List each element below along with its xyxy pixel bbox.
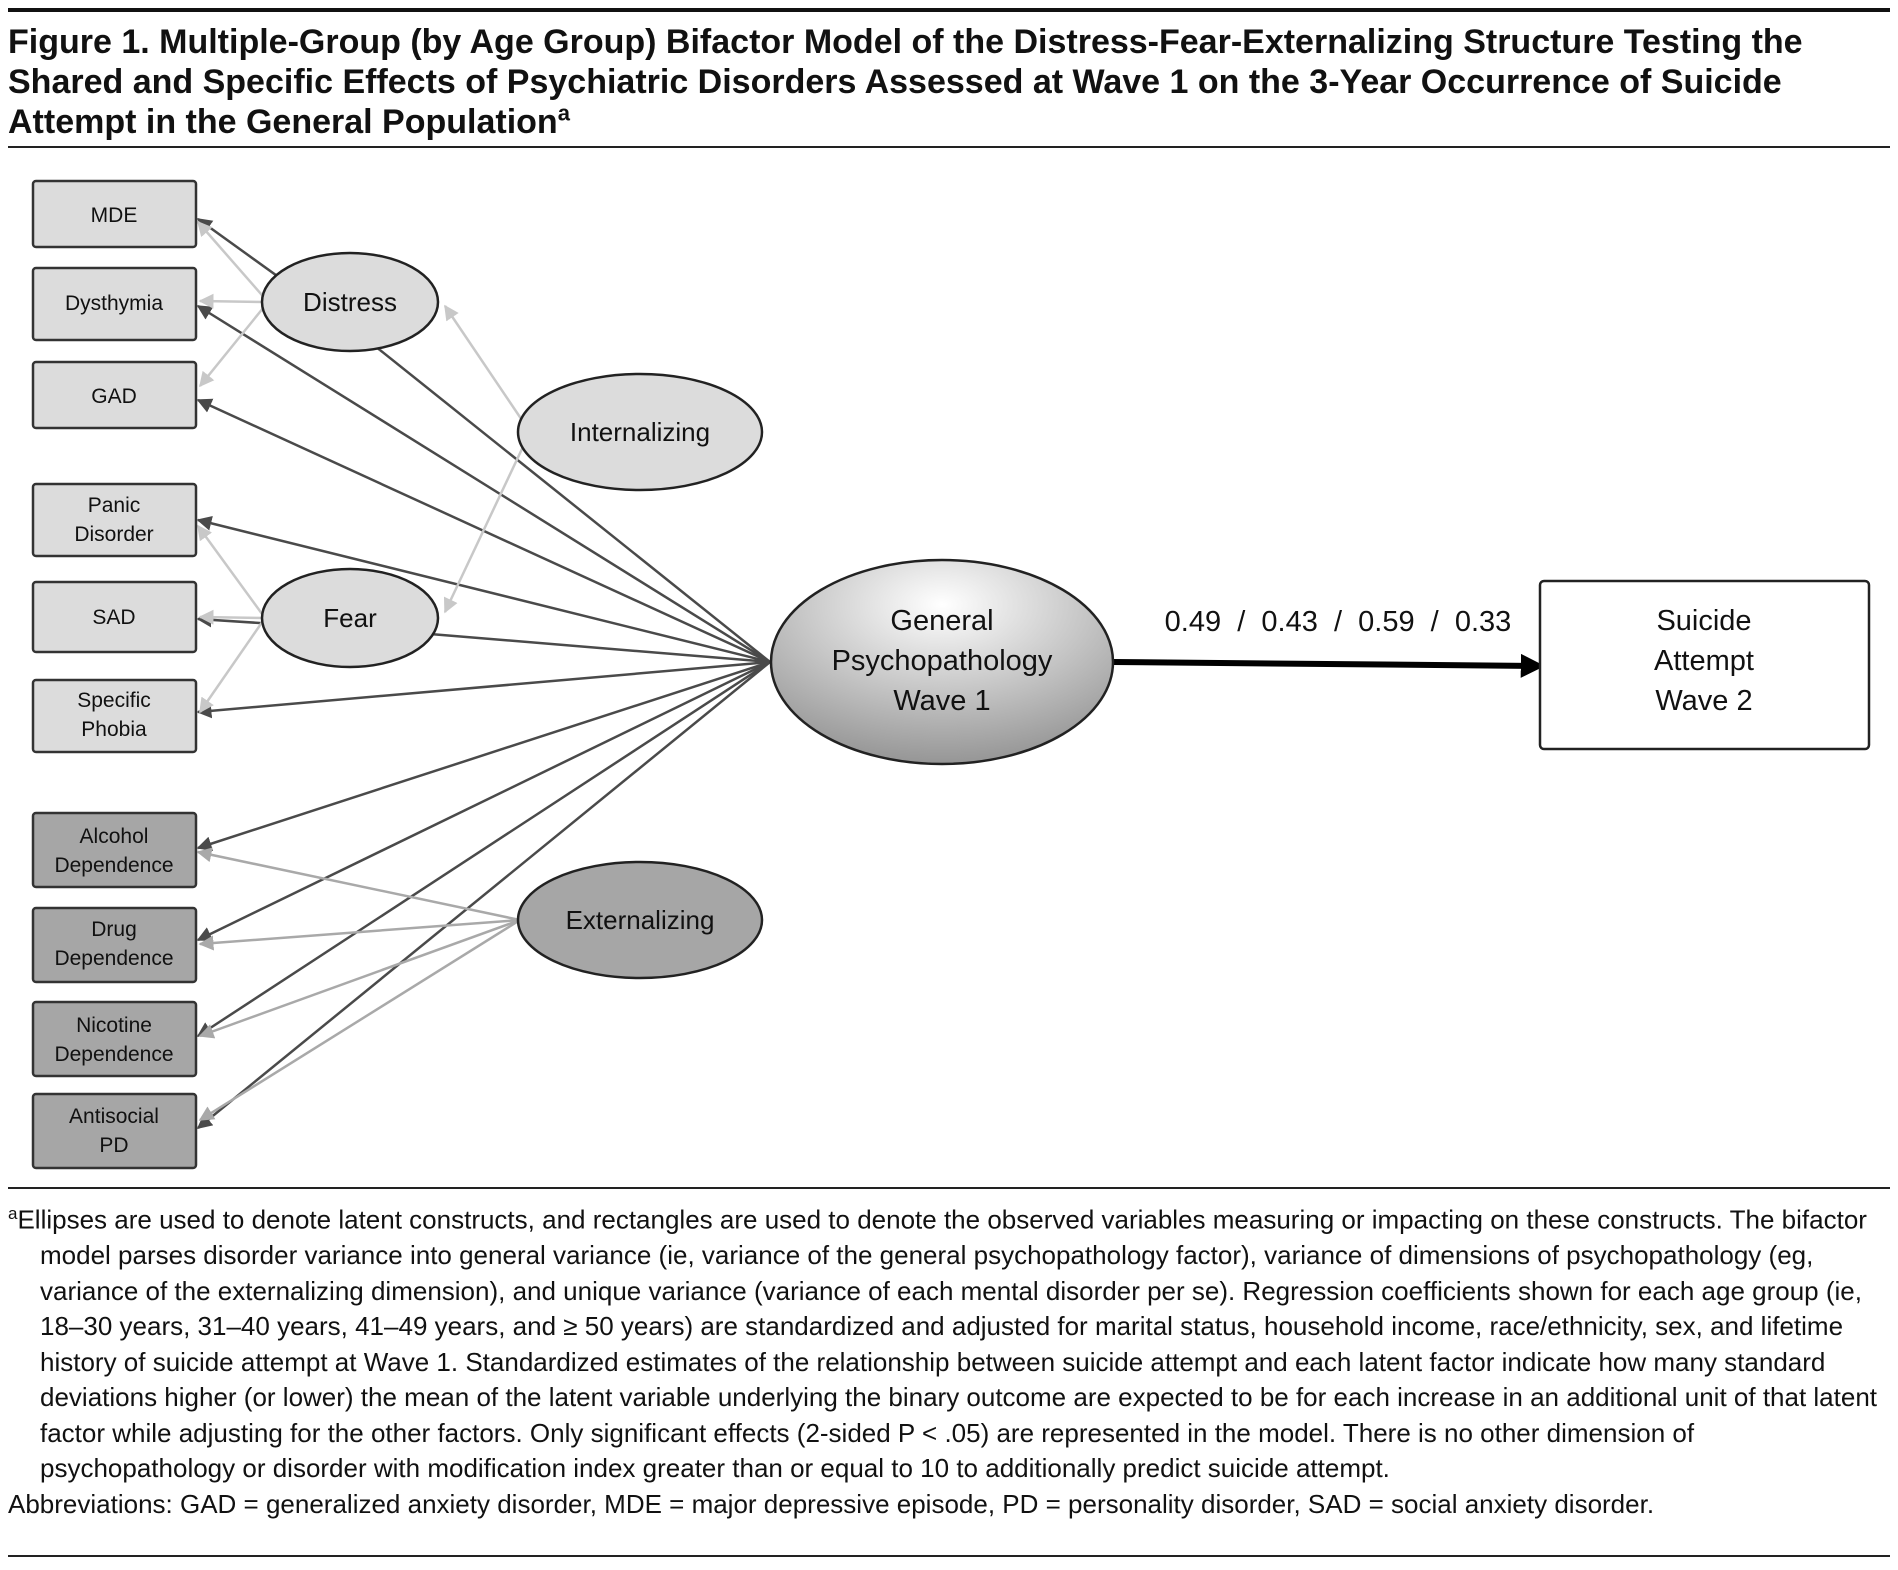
externalizing-to-drug-arrow: [198, 918, 521, 951]
latent-label: Externalizing: [566, 905, 715, 935]
figure-footnotes: aEllipses are used to denote latent cons…: [8, 1196, 1888, 1522]
general-to-mde-arrow-body: [379, 349, 771, 663]
figure-title-text: Figure 1. Multiple-Group (by Age Group) …: [8, 23, 1803, 141]
bottom-rule: [8, 1555, 1890, 1557]
observed-box-specific-phobia: Specific Phobia: [31, 678, 198, 754]
outcome-label-line-2: Attempt: [1654, 645, 1754, 677]
figure-rule: [8, 1187, 1890, 1189]
outcome-label-line-3: Wave 2: [1655, 685, 1752, 717]
observed-box-mde: MDE: [31, 179, 198, 249]
observed-box-drug-dependence: Drug Dependence: [31, 906, 198, 984]
figure-title-footnote-marker: a: [557, 100, 570, 126]
general-to-nicotine-arrow: [196, 660, 771, 1038]
box-label: SAD: [92, 606, 135, 629]
box-label-line-1: Specific: [77, 689, 151, 712]
box-label: MDE: [91, 204, 138, 227]
figure-title: Figure 1. Multiple-Group (by Age Group) …: [8, 22, 1888, 142]
path-coefficients-label: 0.49 / 0.43 / 0.59 / 0.33: [1165, 606, 1512, 638]
general-to-sad-arrow: [429, 632, 771, 664]
box-label: Dysthymia: [65, 292, 163, 315]
observed-box-nicotine-dependence: Nicotine Dependence: [31, 1000, 198, 1078]
box-label-line-1: Antisocial: [69, 1105, 159, 1128]
fear-to-panic-arrow: [196, 524, 267, 619]
externalizing-to-antisocial-arrow: [198, 918, 521, 1122]
box-label-line-1: Panic: [88, 494, 141, 517]
latent-distress: Distress: [260, 251, 440, 353]
general-label-line-2: Psychopathology: [832, 645, 1053, 677]
distress-to-gad-arrow: [199, 301, 269, 388]
latent-general-psychopathology: General Psychopathology Wave 1: [769, 558, 1115, 766]
observed-box-dysthymia: Dysthymia: [31, 266, 198, 342]
box-label-line-2: Dependence: [54, 1043, 173, 1066]
observed-box-alcohol-dependence: Alcohol Dependence: [31, 811, 198, 889]
footnote-a-text: Ellipses are used to denote latent const…: [17, 1204, 1878, 1484]
general-label-line-3: Wave 1: [893, 685, 990, 717]
internalizing-to-fear-arrow: [443, 431, 532, 614]
general-to-antisocial-arrow: [196, 661, 771, 1129]
observed-box-antisocial-pd: Antisocial PD: [31, 1092, 198, 1170]
footnote-marker: a: [8, 1204, 18, 1223]
distress-to-mde-arrow: [197, 220, 269, 303]
box-label-line-1: Drug: [91, 918, 137, 941]
box-label-line-2: Phobia: [81, 718, 147, 741]
latent-internalizing: Internalizing: [516, 372, 764, 492]
footnote-a: aEllipses are used to denote latent cons…: [8, 1196, 1888, 1487]
latent-label: Fear: [323, 603, 377, 633]
internalizing-to-distress-arrow: [443, 304, 532, 433]
general-factor-loadings: [196, 217, 771, 1129]
general-to-panic-arrow: [196, 515, 771, 664]
outcome-suicide-attempt-box: Suicide Attempt Wave 2: [1538, 579, 1871, 751]
fear-to-phobia-arrow: [198, 617, 267, 714]
box-label-line-1: Alcohol: [80, 825, 149, 848]
title-rule: [8, 146, 1890, 148]
externalizing-to-alcohol-arrow: [196, 847, 521, 922]
box-label-line-1: Nicotine: [76, 1014, 152, 1037]
box-label-line-2: PD: [99, 1134, 128, 1157]
general-to-dysthymia-arrow: [196, 304, 771, 664]
bifactor-model-diagram: 0.49 / 0.43 / 0.59 / 0.33 MDE Dysthymia …: [31, 179, 1871, 1170]
abbreviations-note: Abbreviations: GAD = generalized anxiety…: [8, 1488, 1655, 1519]
general-to-phobia-arrow: [196, 660, 771, 719]
group-factor-loadings-light: [196, 220, 532, 714]
observed-box-gad: GAD: [31, 360, 198, 430]
latent-label: Internalizing: [570, 417, 710, 447]
general-to-drug-arrow: [196, 660, 771, 942]
general-label-line-1: General: [890, 605, 993, 637]
latent-externalizing: Externalizing: [516, 860, 764, 980]
distress-to-dysthymia-arrow: [198, 293, 266, 309]
latent-label: Distress: [303, 287, 397, 317]
observed-box-panic-disorder: Panic Disorder: [31, 482, 198, 558]
top-rule: [8, 8, 1890, 12]
externalizing-loadings: [196, 847, 521, 1122]
externalizing-to-nicotine-arrow: [198, 918, 521, 1039]
box-label: GAD: [91, 385, 137, 408]
box-label-line-2: Dependence: [54, 854, 173, 877]
observed-box-sad: SAD: [31, 580, 198, 654]
general-to-alcohol-arrow: [196, 660, 771, 851]
box-label-line-2: Disorder: [74, 523, 153, 546]
box-label-line-2: Dependence: [54, 947, 173, 970]
outcome-label-line-1: Suicide: [1656, 605, 1751, 637]
general-to-suicide-path: [1112, 653, 1545, 678]
latent-fear: Fear: [260, 567, 440, 669]
fear-to-sad-arrow: [198, 609, 266, 625]
